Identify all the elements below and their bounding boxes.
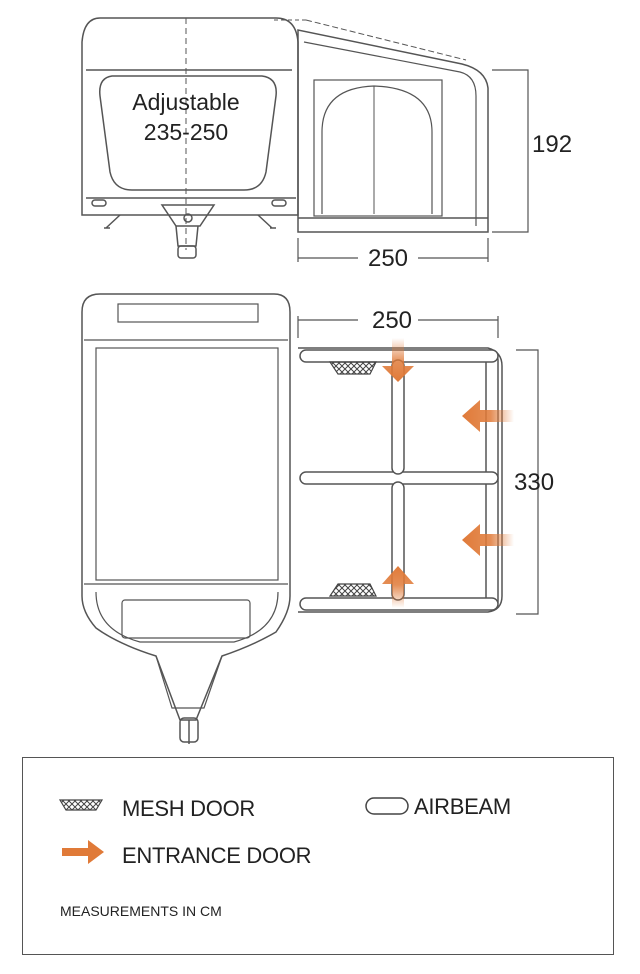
entrance-arrow-top-icon	[382, 338, 414, 382]
caravan-front-outline	[81, 17, 299, 216]
caravan-leg-left	[104, 214, 121, 229]
dim-250-plan-label: 250	[372, 307, 412, 334]
awning-door-frame	[313, 79, 443, 217]
caravan-plan-outline	[81, 293, 291, 721]
legend-airbeam-icon	[365, 797, 409, 815]
dim-330-label: 330	[514, 469, 554, 496]
legend-mesh-door-label: MESH DOOR	[122, 796, 255, 821]
awning-door-arch	[321, 85, 433, 214]
dim-192-label: 192	[532, 131, 572, 158]
mesh-door-top-icon	[328, 361, 377, 375]
awning-outline	[297, 29, 489, 233]
legend-mesh-door-icon	[58, 799, 104, 811]
caravan-lamp-right	[271, 199, 287, 207]
legend-entrance-door-label: ENTRANCE DOOR	[122, 843, 312, 868]
legend-box	[22, 757, 614, 955]
caravan-leg-right	[257, 214, 276, 229]
dim-250-plan-line	[297, 316, 499, 338]
adjustable-label: Adjustable	[132, 89, 239, 115]
legend-airbeam-label: AIRBEAM	[414, 794, 511, 819]
caravan-drawbar	[155, 655, 223, 709]
dim-250-side-label: 250	[368, 245, 408, 272]
entrance-arrow-front-lower-icon	[462, 524, 514, 556]
measurements-note: MEASUREMENTS IN CM	[60, 903, 222, 919]
caravan-rear-window	[95, 591, 279, 643]
entrance-arrow-front-upper-icon	[462, 400, 514, 432]
adjustable-range-label: 235-250	[144, 119, 228, 145]
caravan-roof-vent	[117, 303, 259, 323]
dim-192-line	[492, 69, 529, 233]
plan-view	[81, 293, 539, 744]
dim-250-side-line	[297, 238, 489, 262]
entrance-arrow-bottom-icon	[382, 566, 414, 608]
caravan-lamp-left	[91, 199, 107, 207]
mesh-door-bottom-icon	[328, 583, 377, 597]
caravan-hitch	[160, 204, 216, 227]
caravan-plan-body	[95, 347, 279, 581]
legend-entrance-arrow-icon	[62, 840, 104, 864]
dim-330-line	[516, 349, 539, 615]
caravan-window	[99, 75, 277, 191]
side-view	[81, 17, 529, 262]
